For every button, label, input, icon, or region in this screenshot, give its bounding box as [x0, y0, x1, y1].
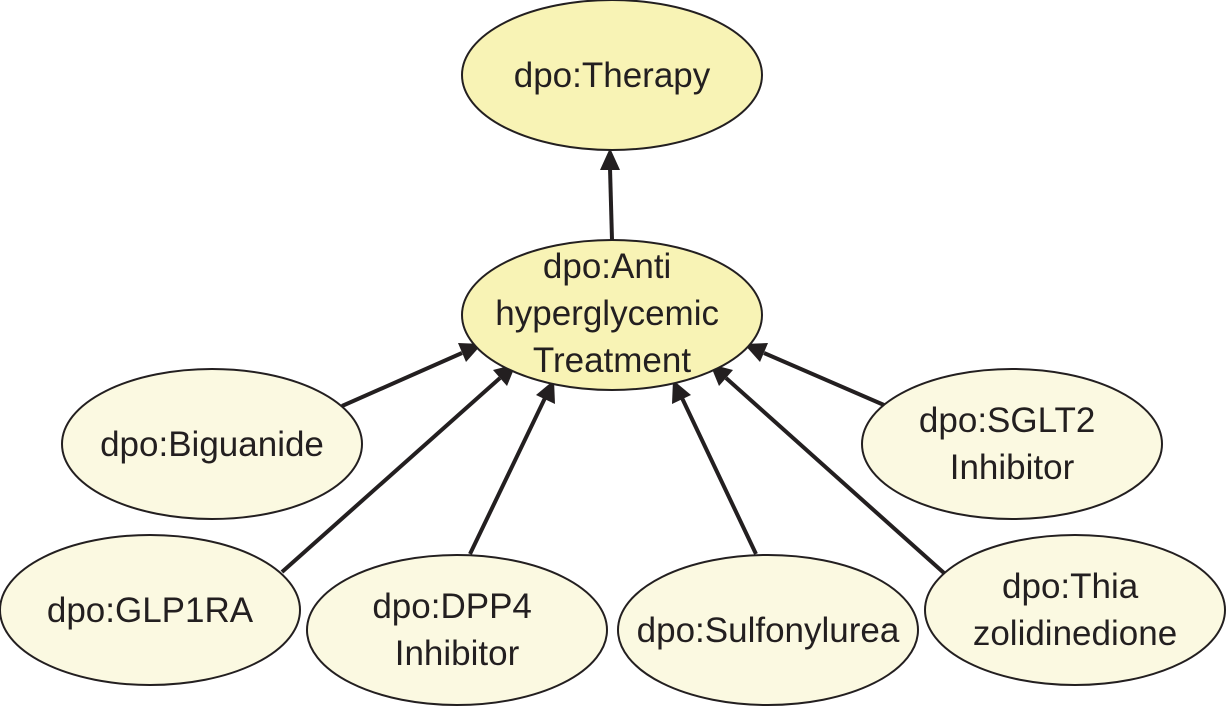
node-glp1ra-shape	[0, 534, 301, 686]
node-glp1ra: dpo:GLP1RA	[0, 534, 301, 686]
node-sulfonylurea: dpo:Sulfonylurea	[617, 554, 919, 706]
node-antihyperglycemic-label: dpo:Anti hyperglycemic Treatment	[495, 247, 728, 380]
edge-glp1ra-to-antihyperglycemic	[280, 376, 502, 574]
edge-antihyperglycemic-to-therapy	[608, 167, 614, 241]
arrowhead-sglt2	[744, 343, 768, 362]
edge-sglt2-to-antihyperglycemic	[763, 351, 885, 407]
node-biguanide-label: dpo:Biguanide	[100, 425, 324, 464]
edge-thiazolidinedione-to-antihyperglycemic	[724, 376, 946, 575]
edge-biguanide-to-antihyperglycemic	[341, 351, 463, 408]
node-therapy: dpo:Therapy	[461, 0, 763, 151]
edges	[280, 148, 946, 575]
arrowhead-dpp4	[536, 380, 555, 404]
node-sulfonylurea-label: dpo:Sulfonylurea	[637, 611, 900, 650]
arrowhead-therapy	[600, 148, 620, 170]
arrowhead-sulfonylurea	[672, 380, 691, 404]
node-biguanide: dpo:Biguanide	[61, 368, 363, 520]
node-antihyperglycemic-shape	[461, 239, 763, 391]
node-glp1ra-label: dpo:GLP1RA	[47, 591, 254, 630]
node-sglt2-label: dpo:SGLT2 Inhibitor	[919, 401, 1105, 487]
edge-dpp4-to-antihyperglycemic	[468, 397, 547, 555]
node-sulfonylurea-shape	[617, 554, 919, 706]
node-sglt2: dpo:SGLT2 Inhibitor	[861, 368, 1163, 520]
node-dpp4-label: dpo:DPP4 Inhibitor	[372, 587, 541, 673]
node-thiazolidinedione-shape	[924, 534, 1226, 686]
node-therapy-shape	[461, 0, 763, 151]
node-thiazolidinedione: dpo:Thia zolidinedione	[924, 534, 1226, 686]
node-sglt2-shape	[861, 368, 1163, 520]
node-therapy-label: dpo:Therapy	[514, 56, 711, 95]
node-biguanide-shape	[61, 368, 363, 520]
node-dpp4-shape	[306, 554, 608, 706]
node-antihyperglycemic: dpo:Anti hyperglycemic Treatment	[461, 239, 763, 391]
node-thiazolidinedione-label: dpo:Thia zolidinedione	[973, 567, 1177, 653]
edge-sulfonylurea-to-antihyperglycemic	[680, 397, 758, 555]
node-dpp4: dpo:DPP4 Inhibitor	[306, 554, 608, 706]
